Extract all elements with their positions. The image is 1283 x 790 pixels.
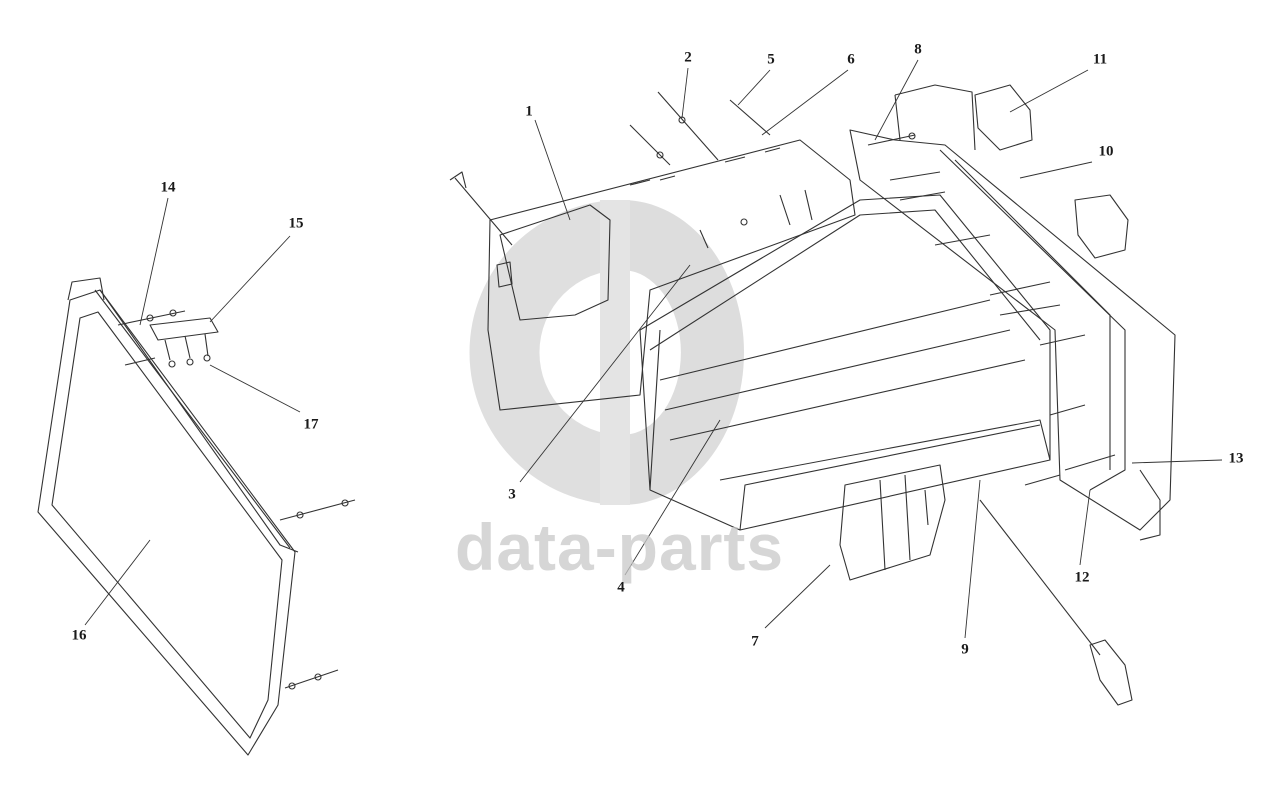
side-panel-part-16 (37, 277, 299, 756)
callout-17: 17 (303, 416, 319, 433)
callout-15: 15 (288, 215, 304, 232)
callout-13: 13 (1228, 450, 1244, 467)
bracket-part-15 (149, 317, 219, 368)
callout-9: 9 (961, 641, 969, 658)
watermark-text: data-parts (455, 510, 785, 584)
leader-lines (84, 59, 1223, 639)
callout-6: 6 (847, 51, 855, 68)
callout-1: 1 (525, 103, 533, 120)
screws-main (449, 91, 1116, 526)
callout-4: 4 (617, 579, 625, 596)
callout-10: 10 (1098, 143, 1114, 160)
callout-12: 12 (1074, 569, 1090, 586)
screws-left-panel (117, 309, 356, 690)
callout-5: 5 (767, 51, 775, 68)
callout-7: 7 (751, 633, 759, 650)
motor-part-11 (974, 84, 1129, 259)
callout-8: 8 (914, 41, 922, 58)
callout-3: 3 (508, 486, 516, 503)
tray-part-1 (487, 139, 856, 411)
callout-16: 16 (71, 627, 87, 644)
callout-11: 11 (1092, 51, 1108, 68)
watermark-logo (469, 200, 744, 505)
callout-14: 14 (160, 179, 176, 196)
bracket-part-7 (839, 464, 946, 581)
frame-part-10 (849, 84, 1176, 541)
callout-2: 2 (684, 49, 692, 66)
housing-body (639, 194, 1051, 531)
cable-part-9 (979, 499, 1133, 706)
